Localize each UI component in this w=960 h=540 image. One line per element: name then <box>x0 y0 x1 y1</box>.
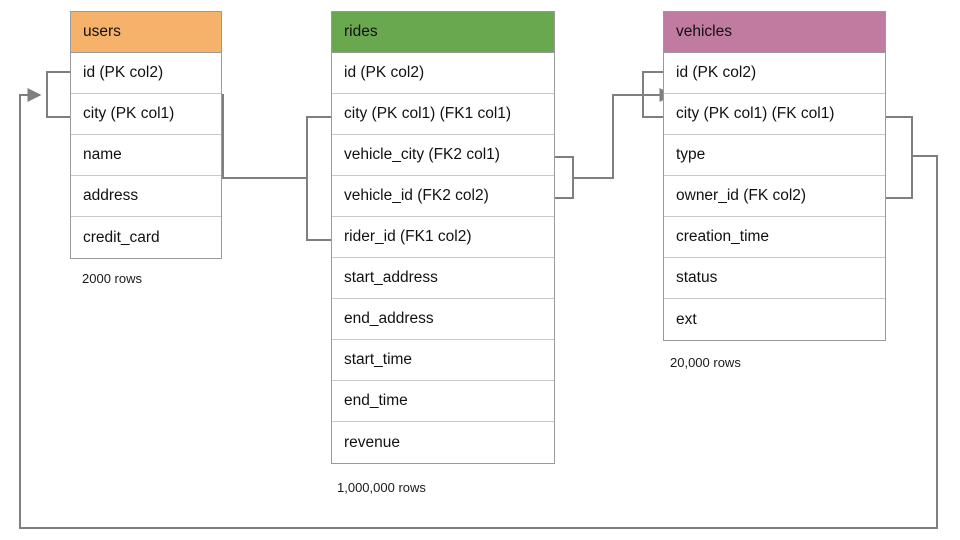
table-row[interactable]: id (PK col2) <box>664 53 885 94</box>
rides-fk1-bracket <box>306 116 331 241</box>
table-row[interactable]: start_address <box>332 258 554 299</box>
table-rides-title: rides <box>344 23 378 40</box>
table-rides[interactable]: rides id (PK col2) city (PK col1) (FK1 c… <box>331 11 555 464</box>
table-row[interactable]: ext <box>664 299 885 340</box>
table-row[interactable]: creation_time <box>664 217 885 258</box>
users-key-bracket <box>46 71 70 118</box>
table-row[interactable]: status <box>664 258 885 299</box>
table-vehicles[interactable]: vehicles id (PK col2) city (PK col1) (FK… <box>663 11 886 341</box>
table-vehicles-row-count: 20,000 rows <box>670 355 741 370</box>
table-vehicles-title: vehicles <box>676 23 732 40</box>
table-row[interactable]: city (PK col1) (FK1 col1) <box>332 94 554 135</box>
table-rides-header: rides <box>332 12 554 53</box>
table-users[interactable]: users id (PK col2) city (PK col1) name a… <box>70 11 222 259</box>
table-row[interactable]: id (PK col2) <box>71 53 221 94</box>
table-row[interactable]: type <box>664 135 885 176</box>
table-row[interactable]: revenue <box>332 422 554 463</box>
table-row[interactable]: name <box>71 135 221 176</box>
table-users-title: users <box>83 23 121 40</box>
table-users-header: users <box>71 12 221 53</box>
table-row[interactable]: address <box>71 176 221 217</box>
table-row[interactable]: end_time <box>332 381 554 422</box>
table-row[interactable]: credit_card <box>71 217 221 258</box>
table-row[interactable]: rider_id (FK1 col2) <box>332 217 554 258</box>
table-row[interactable]: vehicle_id (FK2 col2) <box>332 176 554 217</box>
vehicles-key-bracket <box>642 71 663 118</box>
table-row[interactable]: id (PK col2) <box>332 53 554 94</box>
vehicles-fk-bracket <box>886 116 913 199</box>
table-vehicles-header: vehicles <box>664 12 885 53</box>
table-row[interactable]: end_address <box>332 299 554 340</box>
table-row[interactable]: vehicle_city (FK2 col1) <box>332 135 554 176</box>
table-rides-row-count: 1,000,000 rows <box>337 480 426 495</box>
table-row[interactable]: city (PK col1) (FK col1) <box>664 94 885 135</box>
rides-fk2-edge <box>573 88 674 179</box>
table-row[interactable]: start_time <box>332 340 554 381</box>
table-row[interactable]: owner_id (FK col2) <box>664 176 885 217</box>
rides-fk2-bracket <box>555 156 574 199</box>
table-users-row-count: 2000 rows <box>82 271 142 286</box>
table-row[interactable]: city (PK col1) <box>71 94 221 135</box>
